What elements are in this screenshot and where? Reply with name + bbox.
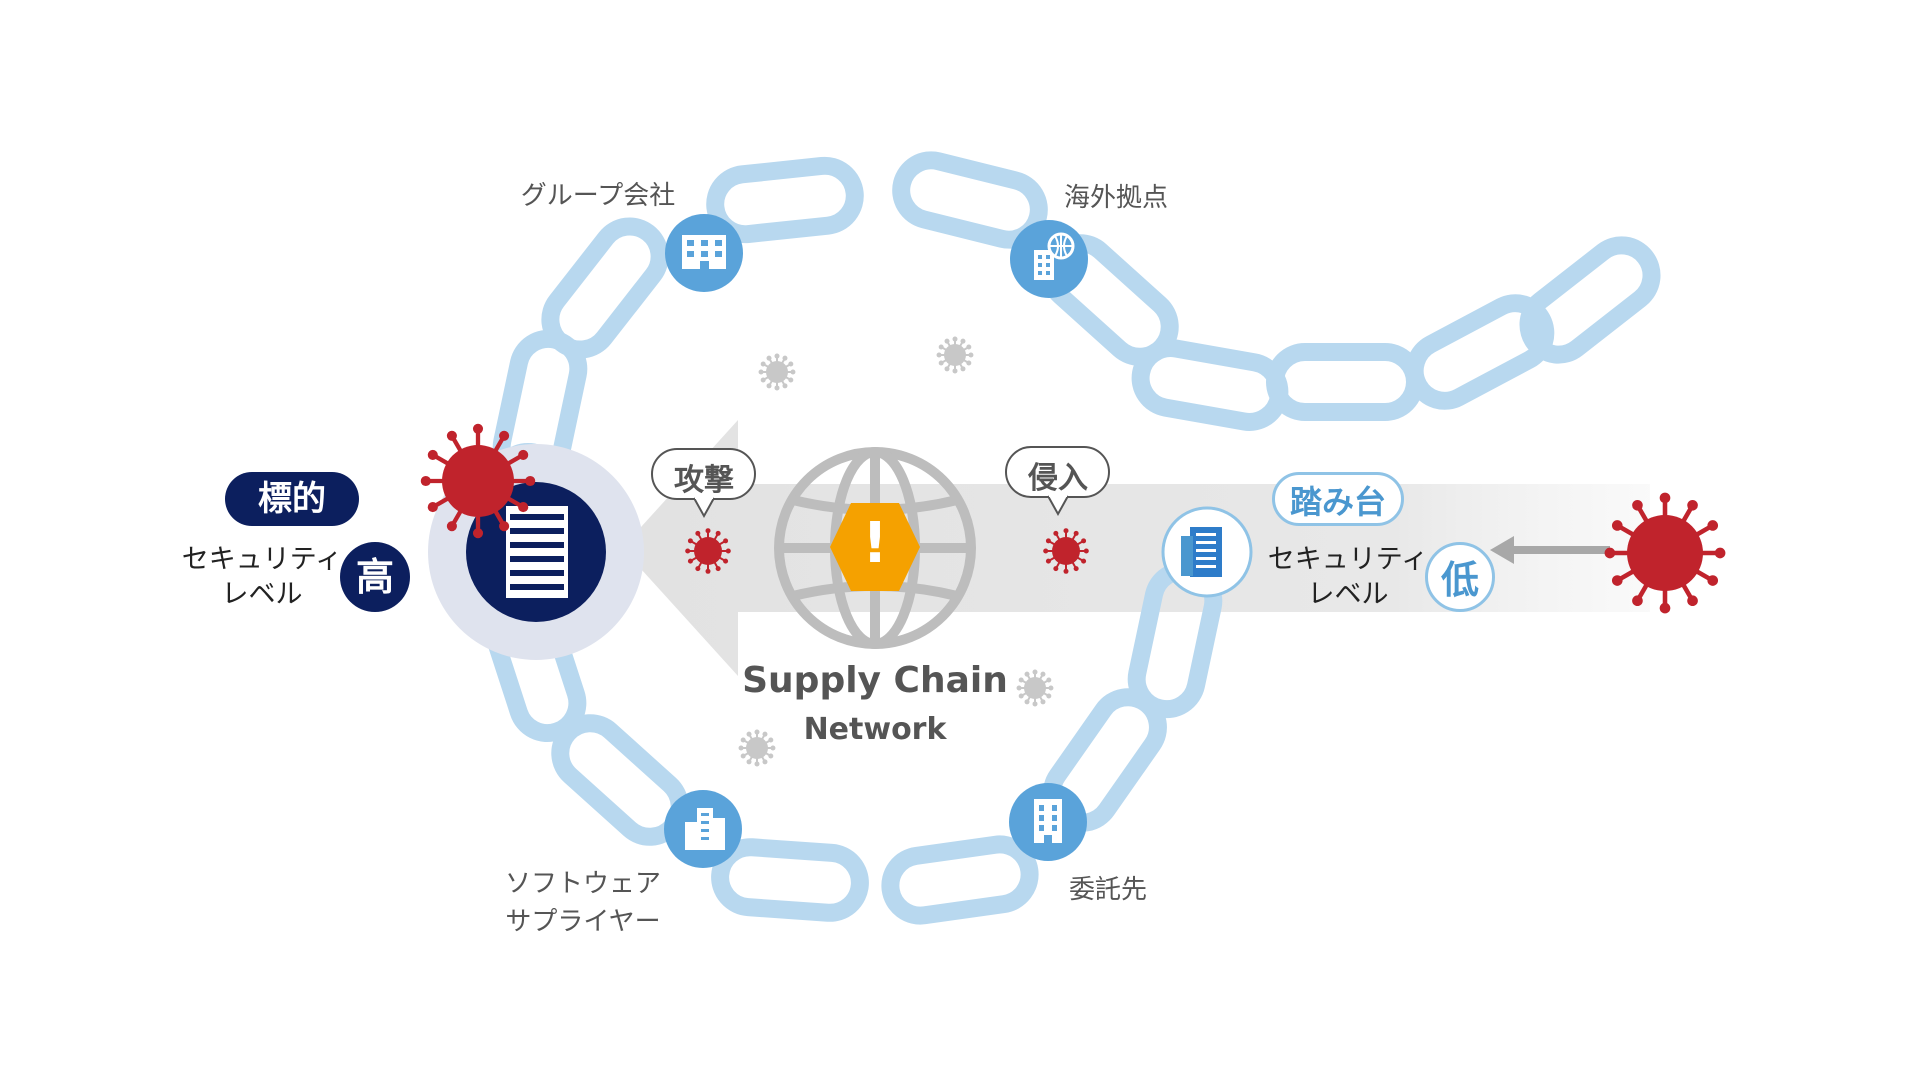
chain-link <box>1405 294 1555 410</box>
small-building-icon <box>1181 527 1222 577</box>
virus-layer <box>420 336 1726 767</box>
chain-link <box>1131 339 1289 431</box>
virus-intrusion-icon <box>1043 528 1089 574</box>
globe-building-icon <box>1034 232 1075 280</box>
node-contractor <box>1009 783 1087 861</box>
apartment-building-icon <box>685 808 725 850</box>
node-overseas-base <box>1010 220 1088 298</box>
attack-bubble-text: 攻撃 <box>674 463 734 498</box>
stepping-stone-level-badge: 低 <box>1425 542 1495 612</box>
label-software-supplier: ソフトウェア サプライヤー <box>504 869 662 937</box>
target-badge: 標的 <box>225 472 359 526</box>
chain-link <box>881 835 1039 925</box>
target-level-badge: 高 <box>340 542 410 612</box>
virus-attacker-icon <box>1604 492 1726 614</box>
label-overseas-base: 海外拠点 <box>1063 183 1169 213</box>
label-contractor: 委託先 <box>1068 875 1148 905</box>
virus-ambient-icon <box>758 353 796 391</box>
network-title: Supply Chain <box>742 660 1008 701</box>
intrusion-bubble <box>1005 446 1110 517</box>
warning-octagon-icon <box>830 503 920 591</box>
chain-link <box>706 156 864 244</box>
stepping-stone-security-label: セキュリティ レベル <box>1267 544 1429 611</box>
virus-ambient-icon <box>738 729 776 767</box>
target-security-label: セキュリティ レベル <box>181 544 343 611</box>
node-group-company <box>665 214 743 292</box>
network-subtitle: Network <box>803 712 947 747</box>
warning-mark: ! <box>862 511 888 576</box>
intrusion-bubble-text: 侵入 <box>1028 461 1088 496</box>
virus-target-icon <box>420 423 536 539</box>
chain-link <box>711 838 869 922</box>
stepping-stone-node <box>1161 506 1253 598</box>
virus-attack-icon <box>685 528 731 574</box>
node-software-supplier <box>664 790 742 868</box>
chain-link <box>1266 343 1424 421</box>
chain-link <box>1519 236 1661 364</box>
stepping-stone-badge: 踏み台 <box>1272 472 1404 526</box>
virus-ambient-icon <box>936 336 974 374</box>
office-tower-icon <box>1034 799 1062 843</box>
virus-ambient-icon <box>1016 669 1054 707</box>
data-center-building-icon <box>506 506 568 598</box>
label-group-company: グループ会社 <box>520 181 676 211</box>
attack-bubble <box>651 448 756 519</box>
office-building-icon <box>682 235 726 269</box>
chain-link <box>892 151 1048 249</box>
incoming-arrow <box>1490 536 1610 564</box>
